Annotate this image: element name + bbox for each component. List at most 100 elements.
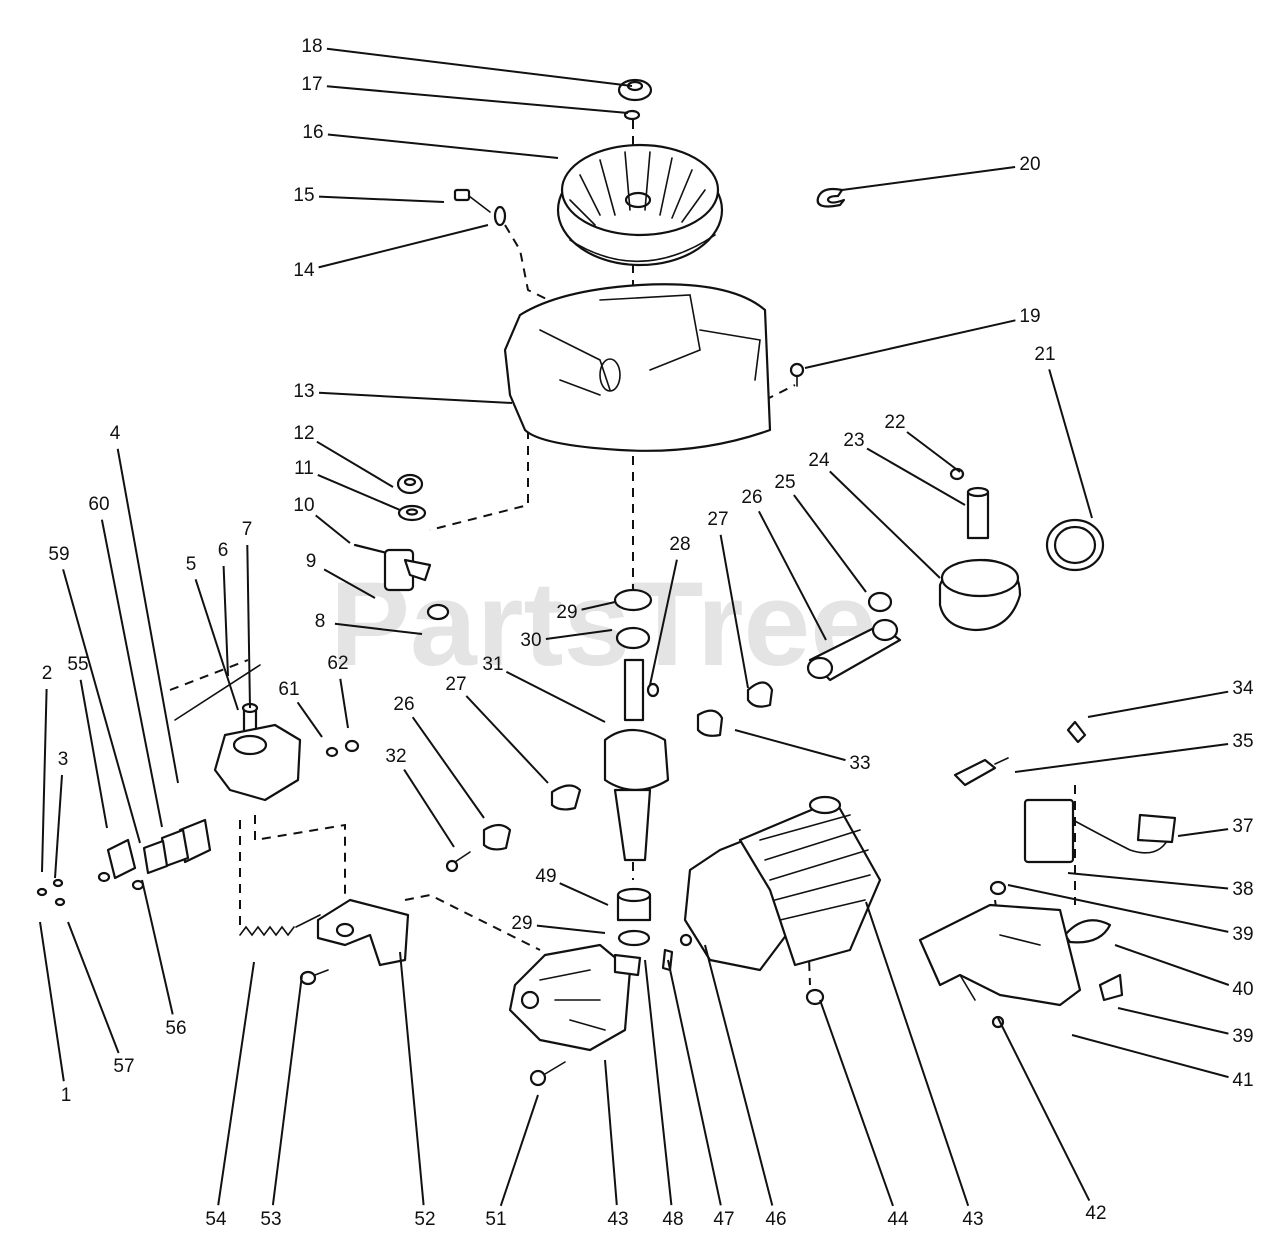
callout-leader-37 <box>1177 828 1229 837</box>
callout-label-1: 1 <box>61 1085 72 1106</box>
callout-leader-60 <box>100 519 163 828</box>
cap-screw-icon <box>445 851 471 873</box>
callout-label-24: 24 <box>808 450 830 471</box>
callout-label-61: 61 <box>278 679 299 700</box>
callout-leader-16 <box>327 133 559 159</box>
callout-label-48: 48 <box>662 1209 683 1230</box>
callout-label-31: 31 <box>482 654 503 675</box>
callout-leader-17 <box>326 85 629 114</box>
callout-leader-57 <box>67 921 120 1054</box>
callout-leader-35 <box>1014 743 1229 773</box>
callout-label-39: 39 <box>1232 1026 1253 1047</box>
callout-label-15: 15 <box>293 185 314 206</box>
callout-label-9: 9 <box>306 551 317 572</box>
part-shapes <box>36 78 1177 1087</box>
callout-leader-56 <box>141 879 174 1015</box>
callout-label-21: 21 <box>1034 344 1055 365</box>
callout-leader-40 <box>1114 944 1230 986</box>
callout-label-32: 32 <box>385 746 406 767</box>
callout-label-54: 54 <box>205 1209 227 1230</box>
cylinder-nut-icon <box>805 988 825 1006</box>
piston-assembly-icon <box>867 467 1105 632</box>
cylinder-screw-icon <box>679 933 693 947</box>
callout-label-14: 14 <box>293 260 315 281</box>
callout-label-33: 33 <box>849 753 870 774</box>
callout-label-43: 43 <box>962 1209 983 1230</box>
callout-leader-6 <box>222 565 229 677</box>
callout-leader-55 <box>79 679 108 829</box>
callout-leader-29 <box>581 601 616 611</box>
choke-bracket-icon <box>106 838 137 880</box>
callout-label-19: 19 <box>1019 306 1040 327</box>
nut-washer-icon <box>396 473 427 522</box>
callout-label-25: 25 <box>774 472 795 493</box>
choke-washer-icon <box>97 871 111 883</box>
callout-labels: 1817161514201913212223241211102526460277… <box>42 36 1254 1230</box>
ignition-module-icon <box>1023 798 1177 864</box>
callout-leader-29 <box>536 924 606 934</box>
callout-leader-28 <box>649 559 678 686</box>
governor-spring-icon <box>239 914 321 937</box>
callout-leader-23 <box>866 447 966 506</box>
callout-leader-14 <box>318 224 489 269</box>
callout-label-34: 34 <box>1232 678 1254 699</box>
callout-label-3: 3 <box>58 749 69 770</box>
callout-label-18: 18 <box>301 36 322 57</box>
callout-label-6: 6 <box>218 540 229 561</box>
callout-label-30: 30 <box>520 630 541 651</box>
callout-leader-21 <box>1048 369 1093 519</box>
carb-washer-icon <box>325 746 339 758</box>
callout-leader-11 <box>317 473 401 511</box>
housing-screw-icon <box>789 362 805 387</box>
callout-leader-47 <box>667 959 722 1206</box>
callout-label-4: 4 <box>110 423 121 444</box>
callout-leader-43 <box>604 1059 618 1206</box>
callout-label-13: 13 <box>293 381 314 402</box>
callout-leader-5 <box>194 578 239 711</box>
wire-clip-icon <box>1063 919 1112 944</box>
carb-nut-icon <box>344 739 360 753</box>
callout-leader-41 <box>1071 1034 1229 1079</box>
governor-screw-icon <box>299 969 329 986</box>
connecting-rod-icon <box>806 618 902 682</box>
callout-label-55: 55 <box>67 654 88 675</box>
governor-lever-icon <box>316 898 410 967</box>
callout-leader-33 <box>734 729 846 762</box>
callout-leader-10 <box>315 514 351 544</box>
callout-leader-20 <box>841 166 1016 191</box>
callout-label-8: 8 <box>315 611 326 632</box>
carburetor-icon <box>213 702 302 802</box>
choke-screw-icon <box>54 897 66 907</box>
crankshaft-icon <box>603 658 670 862</box>
callout-label-2: 2 <box>42 663 53 684</box>
callout-label-7: 7 <box>242 519 253 540</box>
callout-leader-43 <box>865 901 970 1207</box>
spark-plug-icon <box>953 720 1087 787</box>
callout-leader-26 <box>411 716 485 819</box>
callout-label-47: 47 <box>713 1209 734 1230</box>
flywheel-icon <box>556 143 724 267</box>
callout-label-5: 5 <box>186 554 197 575</box>
retaining-clip-icon <box>816 187 846 208</box>
callout-leader-25 <box>793 494 867 593</box>
callout-leader-38 <box>1067 872 1229 890</box>
callout-label-29: 29 <box>511 913 532 934</box>
callout-leader-39 <box>1007 884 1229 933</box>
callout-leader-1 <box>39 921 65 1082</box>
callout-label-56: 56 <box>165 1018 186 1039</box>
callout-label-20: 20 <box>1019 154 1040 175</box>
callout-leader-27 <box>719 534 749 689</box>
callout-leader-12 <box>316 440 394 488</box>
rod-cap-icon <box>550 784 582 811</box>
callout-label-41: 41 <box>1232 1070 1253 1091</box>
callout-leader-4 <box>116 448 179 784</box>
crank-seal-icon <box>616 887 652 947</box>
rod-cap-icon <box>746 681 774 708</box>
callout-leader-22 <box>906 431 961 473</box>
callout-leader-32 <box>403 769 455 848</box>
callout-label-23: 23 <box>843 430 864 451</box>
callout-leader-53 <box>271 974 303 1206</box>
callout-leader-48 <box>644 959 673 1206</box>
callout-label-17: 17 <box>301 74 322 95</box>
callout-label-60: 60 <box>88 494 109 515</box>
